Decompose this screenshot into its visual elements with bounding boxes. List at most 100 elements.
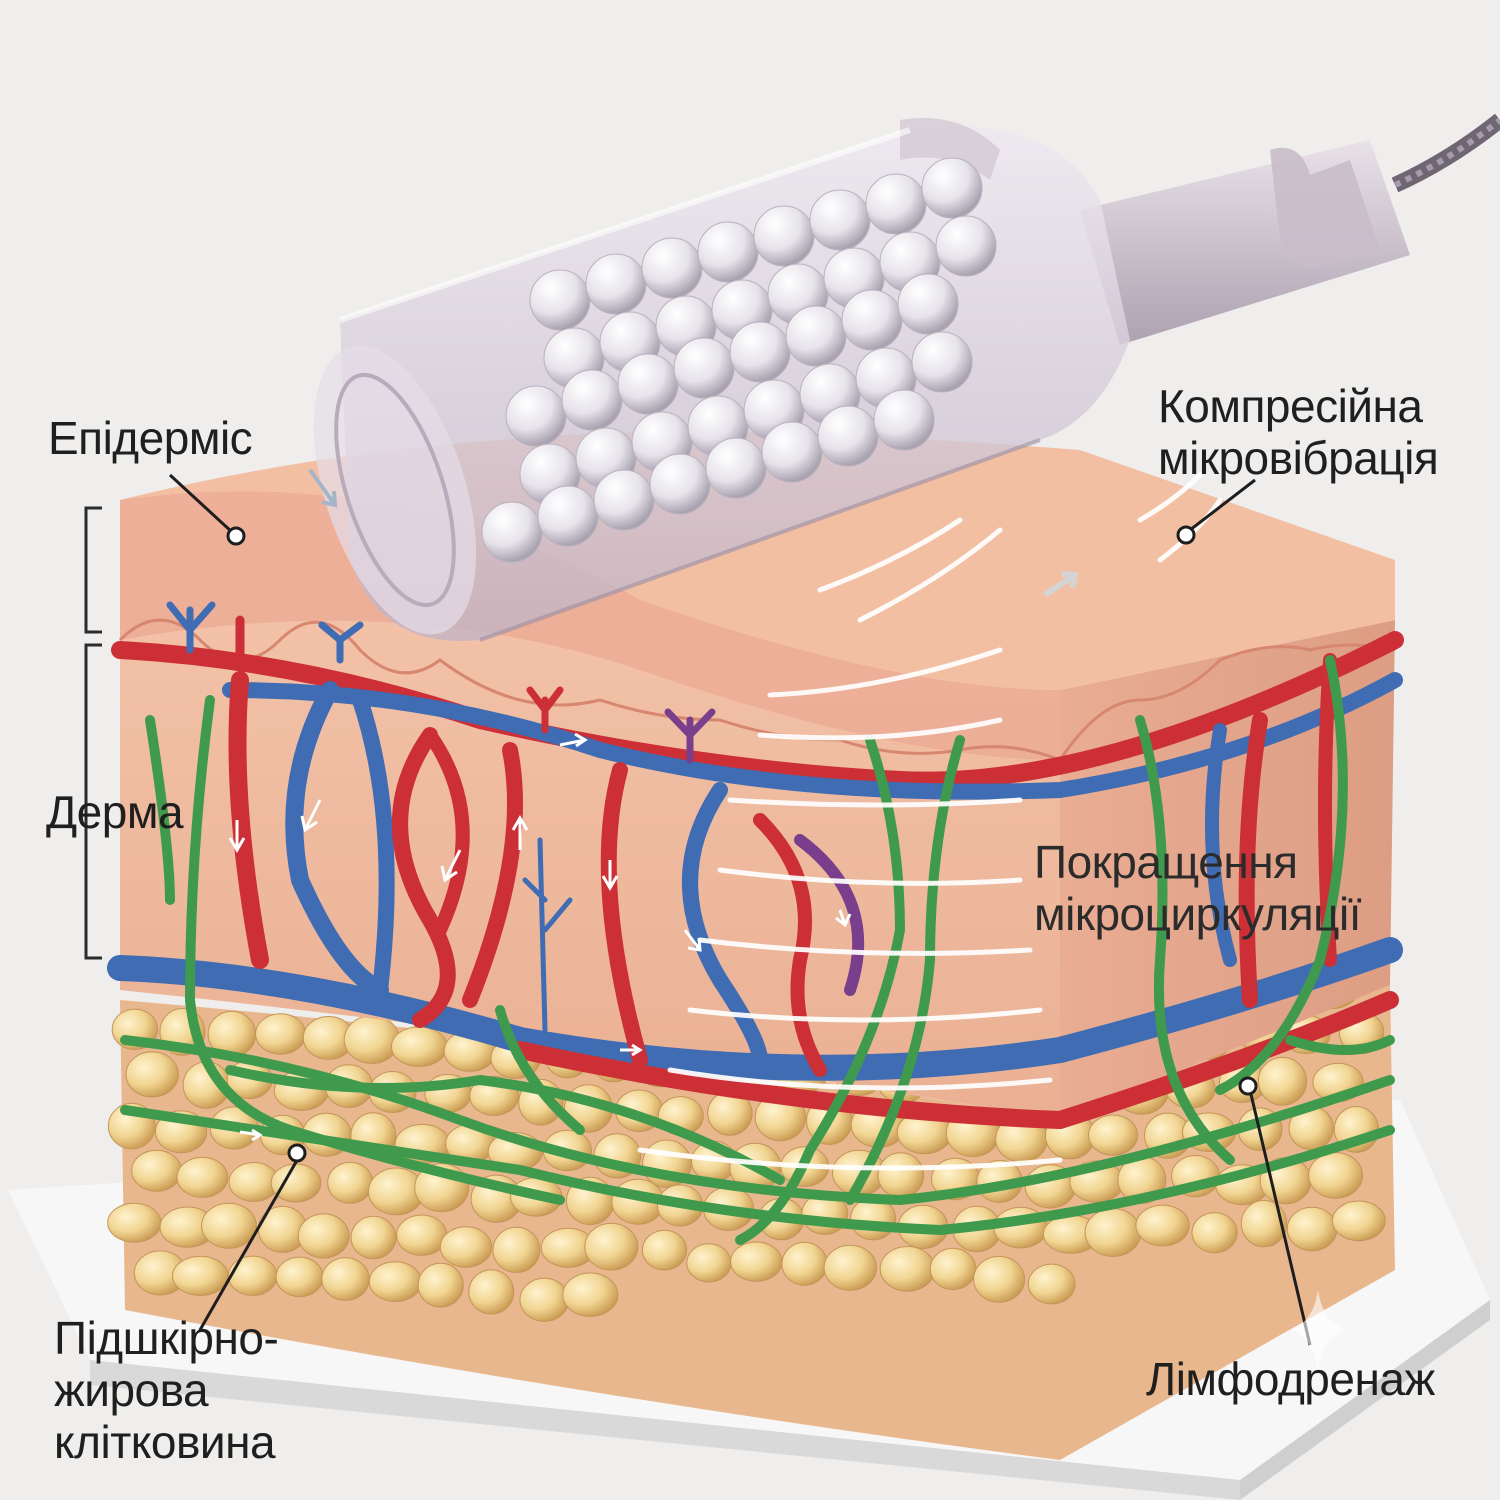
device-sphere [817, 405, 879, 467]
label-microcirculation-line2: мікроциркуляції [1034, 888, 1362, 940]
fat-cell [176, 1156, 229, 1198]
leader-lines [168, 473, 1312, 1346]
fat-cell [1191, 1212, 1238, 1254]
fat-cell [350, 1215, 397, 1260]
fat-cell [396, 1214, 448, 1256]
device-sphere [935, 215, 997, 277]
vein-horizontal-upper [222, 672, 1403, 800]
bracket-dermis [84, 643, 102, 960]
fat-cell [275, 1256, 324, 1298]
device-sphere [561, 369, 623, 431]
label-epidermis: Епідерміс [48, 412, 253, 464]
fat-cell [201, 1202, 257, 1249]
flow-arrows [228, 468, 1079, 1142]
device-sphere [897, 273, 959, 335]
layer-brackets [84, 506, 102, 960]
fat-cell [327, 1161, 374, 1204]
fat-cell [973, 1255, 1026, 1303]
device-sphere [641, 237, 703, 299]
device-sphere [753, 205, 815, 267]
device-sphere [921, 157, 983, 219]
device-sphere [505, 385, 567, 447]
vein-horizontal-lower [107, 937, 1403, 1081]
fat-cell [417, 1262, 464, 1308]
fat-cell [823, 1244, 877, 1291]
fat-cell [172, 1255, 229, 1297]
label-microcirculation: Покращення мікроциркуляції [1034, 836, 1362, 940]
fat-cell [1027, 1263, 1076, 1305]
fat-cell [1257, 1056, 1308, 1106]
device-sphere [649, 453, 711, 515]
fat-cell [468, 1269, 515, 1315]
fat-cell [1331, 1200, 1386, 1242]
device-sphere [873, 389, 935, 451]
label-dermis-text: Дерма [46, 786, 184, 838]
fat-cell [270, 1163, 322, 1203]
label-compression-line1: Компресійна [1158, 380, 1423, 432]
lymph-vessels [120, 655, 1395, 1245]
fat-cell [1084, 1208, 1142, 1257]
artery-horizontal-lower [511, 991, 1399, 1130]
device-sphere [911, 331, 973, 393]
label-subcutaneous-line1: Підшкірно- [54, 1312, 279, 1364]
fat-cell [107, 1202, 162, 1243]
fat-cell [1308, 1152, 1363, 1199]
device-sphere [617, 353, 679, 415]
device-sphere [841, 289, 903, 351]
fat-cell [929, 1247, 977, 1291]
label-subcutaneous-fat: Підшкірно- жирова клітковина [54, 1312, 279, 1468]
blood-vessels [107, 601, 1404, 1130]
device-sphere [481, 501, 543, 563]
device-sphere [761, 421, 823, 483]
label-dermis: Дерма [46, 786, 184, 838]
label-lymph-text: Лімфодренаж [1146, 1353, 1435, 1405]
device-sphere [785, 305, 847, 367]
device-sphere [809, 189, 871, 251]
fat-cell [321, 1257, 370, 1301]
fat-cell [227, 1255, 278, 1297]
fat-cell [730, 1241, 783, 1282]
fat-cell [877, 1152, 925, 1199]
fat-cell [439, 1226, 493, 1268]
fat-cell [1240, 1199, 1288, 1248]
fat-cell [879, 1246, 936, 1292]
label-subcutaneous-line3: клітковина [54, 1416, 276, 1468]
device-sphere [593, 469, 655, 531]
vibration-waves [637, 472, 1223, 1171]
fat-cell [1088, 1114, 1139, 1156]
device-sphere [537, 485, 599, 547]
label-lymph-drainage: Лімфодренаж [1146, 1353, 1435, 1405]
device-sphere [865, 173, 927, 235]
fat-cell [781, 1241, 828, 1286]
fat-cell [519, 1277, 570, 1322]
device-sphere [673, 337, 735, 399]
device-sphere [729, 321, 791, 383]
label-epidermis-text: Епідерміс [48, 412, 253, 464]
label-subcutaneous-line2: жирова [54, 1364, 209, 1416]
label-compression-microvibration: Компресійна мікровібрація [1158, 380, 1439, 484]
fat-cell [125, 1051, 179, 1098]
fat-cell [343, 1015, 400, 1064]
fat-cell [584, 1222, 639, 1271]
device-sphere [697, 221, 759, 283]
fat-cell [562, 1272, 619, 1317]
microvibration-device [313, 113, 1500, 642]
label-microcirculation-line1: Покращення [1034, 836, 1298, 888]
fat-cell [641, 1229, 688, 1271]
sparkle-watermark-icon [1292, 1290, 1345, 1370]
rolling-spheres [481, 157, 997, 563]
fat-cell [391, 1026, 448, 1067]
bracket-epidermis [84, 506, 102, 634]
fat-cell [368, 1261, 422, 1302]
fat-cell [255, 1013, 307, 1055]
label-compression-line2: мікровібрація [1158, 432, 1439, 484]
device-sphere [705, 437, 767, 499]
fat-cell [686, 1243, 732, 1283]
device-sphere [585, 253, 647, 315]
fat-cell [297, 1213, 350, 1259]
device-sphere [529, 269, 591, 331]
fat-cell [1135, 1204, 1190, 1247]
fat-cell [492, 1226, 541, 1274]
